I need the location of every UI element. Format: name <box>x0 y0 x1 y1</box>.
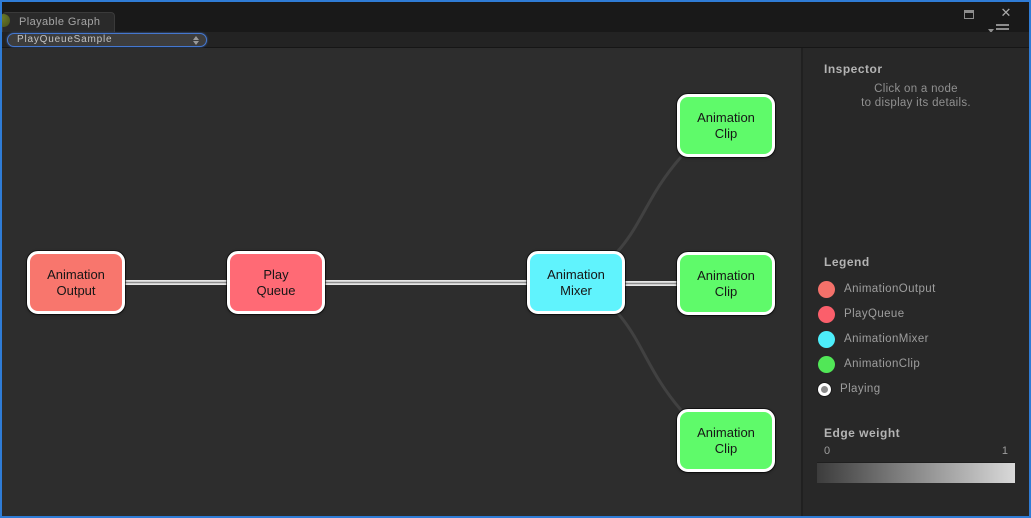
node-label-line: Animation <box>47 266 105 282</box>
legend-dot-icon <box>818 330 835 348</box>
tab-playable-graph[interactable]: Playable Graph <box>2 12 116 32</box>
legend-item-animation-mixer: AnimationMixer <box>818 330 929 348</box>
edge-weight-gradient-bar <box>817 462 1015 483</box>
legend-item-playing: Playing <box>818 380 881 398</box>
node-label-line: Queue <box>256 282 296 298</box>
window-title-strip <box>2 2 1029 12</box>
legend-label: PlayQueue <box>844 308 905 320</box>
legend-item-animation-clip: AnimationClip <box>818 355 920 373</box>
legend-dot-icon <box>818 280 835 298</box>
legend-dot-icon <box>818 355 835 373</box>
node-animation-mixer[interactable]: Animation Mixer <box>527 251 625 314</box>
graph-selector-dropdown[interactable]: PlayQueueSample <box>7 33 207 47</box>
toolbar: PlayQueueSample <box>2 32 1029 48</box>
node-label-line: Mixer <box>560 282 592 298</box>
node-label-line: Animation <box>697 109 755 125</box>
inspector-empty-message: Click on a node to display its details. <box>861 83 971 109</box>
maximize-icon[interactable] <box>964 10 974 19</box>
updown-arrows-icon <box>193 36 199 45</box>
node-animation-clip-middle[interactable]: Animation Clip <box>677 252 775 315</box>
node-label-line: Animation <box>697 424 755 440</box>
close-icon[interactable]: ✕ <box>1000 5 1012 20</box>
tab-title: Playable Graph <box>19 16 101 28</box>
node-animation-clip-bottom[interactable]: Animation Clip <box>677 409 775 472</box>
node-label-line: Clip <box>714 283 738 299</box>
legend-item-animation-output: AnimationOutput <box>818 280 936 298</box>
node-animation-clip-top[interactable]: Animation Clip <box>677 94 775 157</box>
legend-label: AnimationMixer <box>844 333 929 345</box>
edge-weight-min: 0 <box>824 445 831 457</box>
tab-bar: Playable Graph <box>2 12 1029 32</box>
node-label-line: Animation <box>697 267 755 283</box>
legend-title: Legend <box>824 255 870 269</box>
graph-canvas[interactable]: Animation Output Play Queue Animation Mi… <box>2 48 801 516</box>
legend-label: AnimationClip <box>844 358 921 370</box>
graph-selector-value: PlayQueueSample <box>17 34 113 45</box>
node-label-line: Animation <box>547 266 605 282</box>
legend-dot-icon <box>818 305 835 323</box>
legend-label: AnimationOutput <box>844 283 936 295</box>
legend-label: Playing <box>840 383 881 395</box>
node-label-line: Clip <box>714 125 738 141</box>
legend-dot-icon <box>818 382 831 396</box>
panel-divider <box>801 48 803 516</box>
graph-status-dot-icon <box>2 14 10 27</box>
node-label-line: Output <box>56 282 96 298</box>
inspector-panel: Inspector Click on a node to display its… <box>803 48 1029 516</box>
inspector-title: Inspector <box>824 62 883 76</box>
node-label-line: Play <box>263 266 289 282</box>
edge-weight-title: Edge weight <box>824 426 901 440</box>
edge-weight-max: 1 <box>1001 445 1008 457</box>
legend-item-play-queue: PlayQueue <box>818 305 905 323</box>
node-animation-output[interactable]: Animation Output <box>27 251 125 314</box>
node-play-queue[interactable]: Play Queue <box>227 251 325 314</box>
node-label-line: Clip <box>714 440 738 456</box>
dropdown-triangle-icon <box>988 29 994 33</box>
